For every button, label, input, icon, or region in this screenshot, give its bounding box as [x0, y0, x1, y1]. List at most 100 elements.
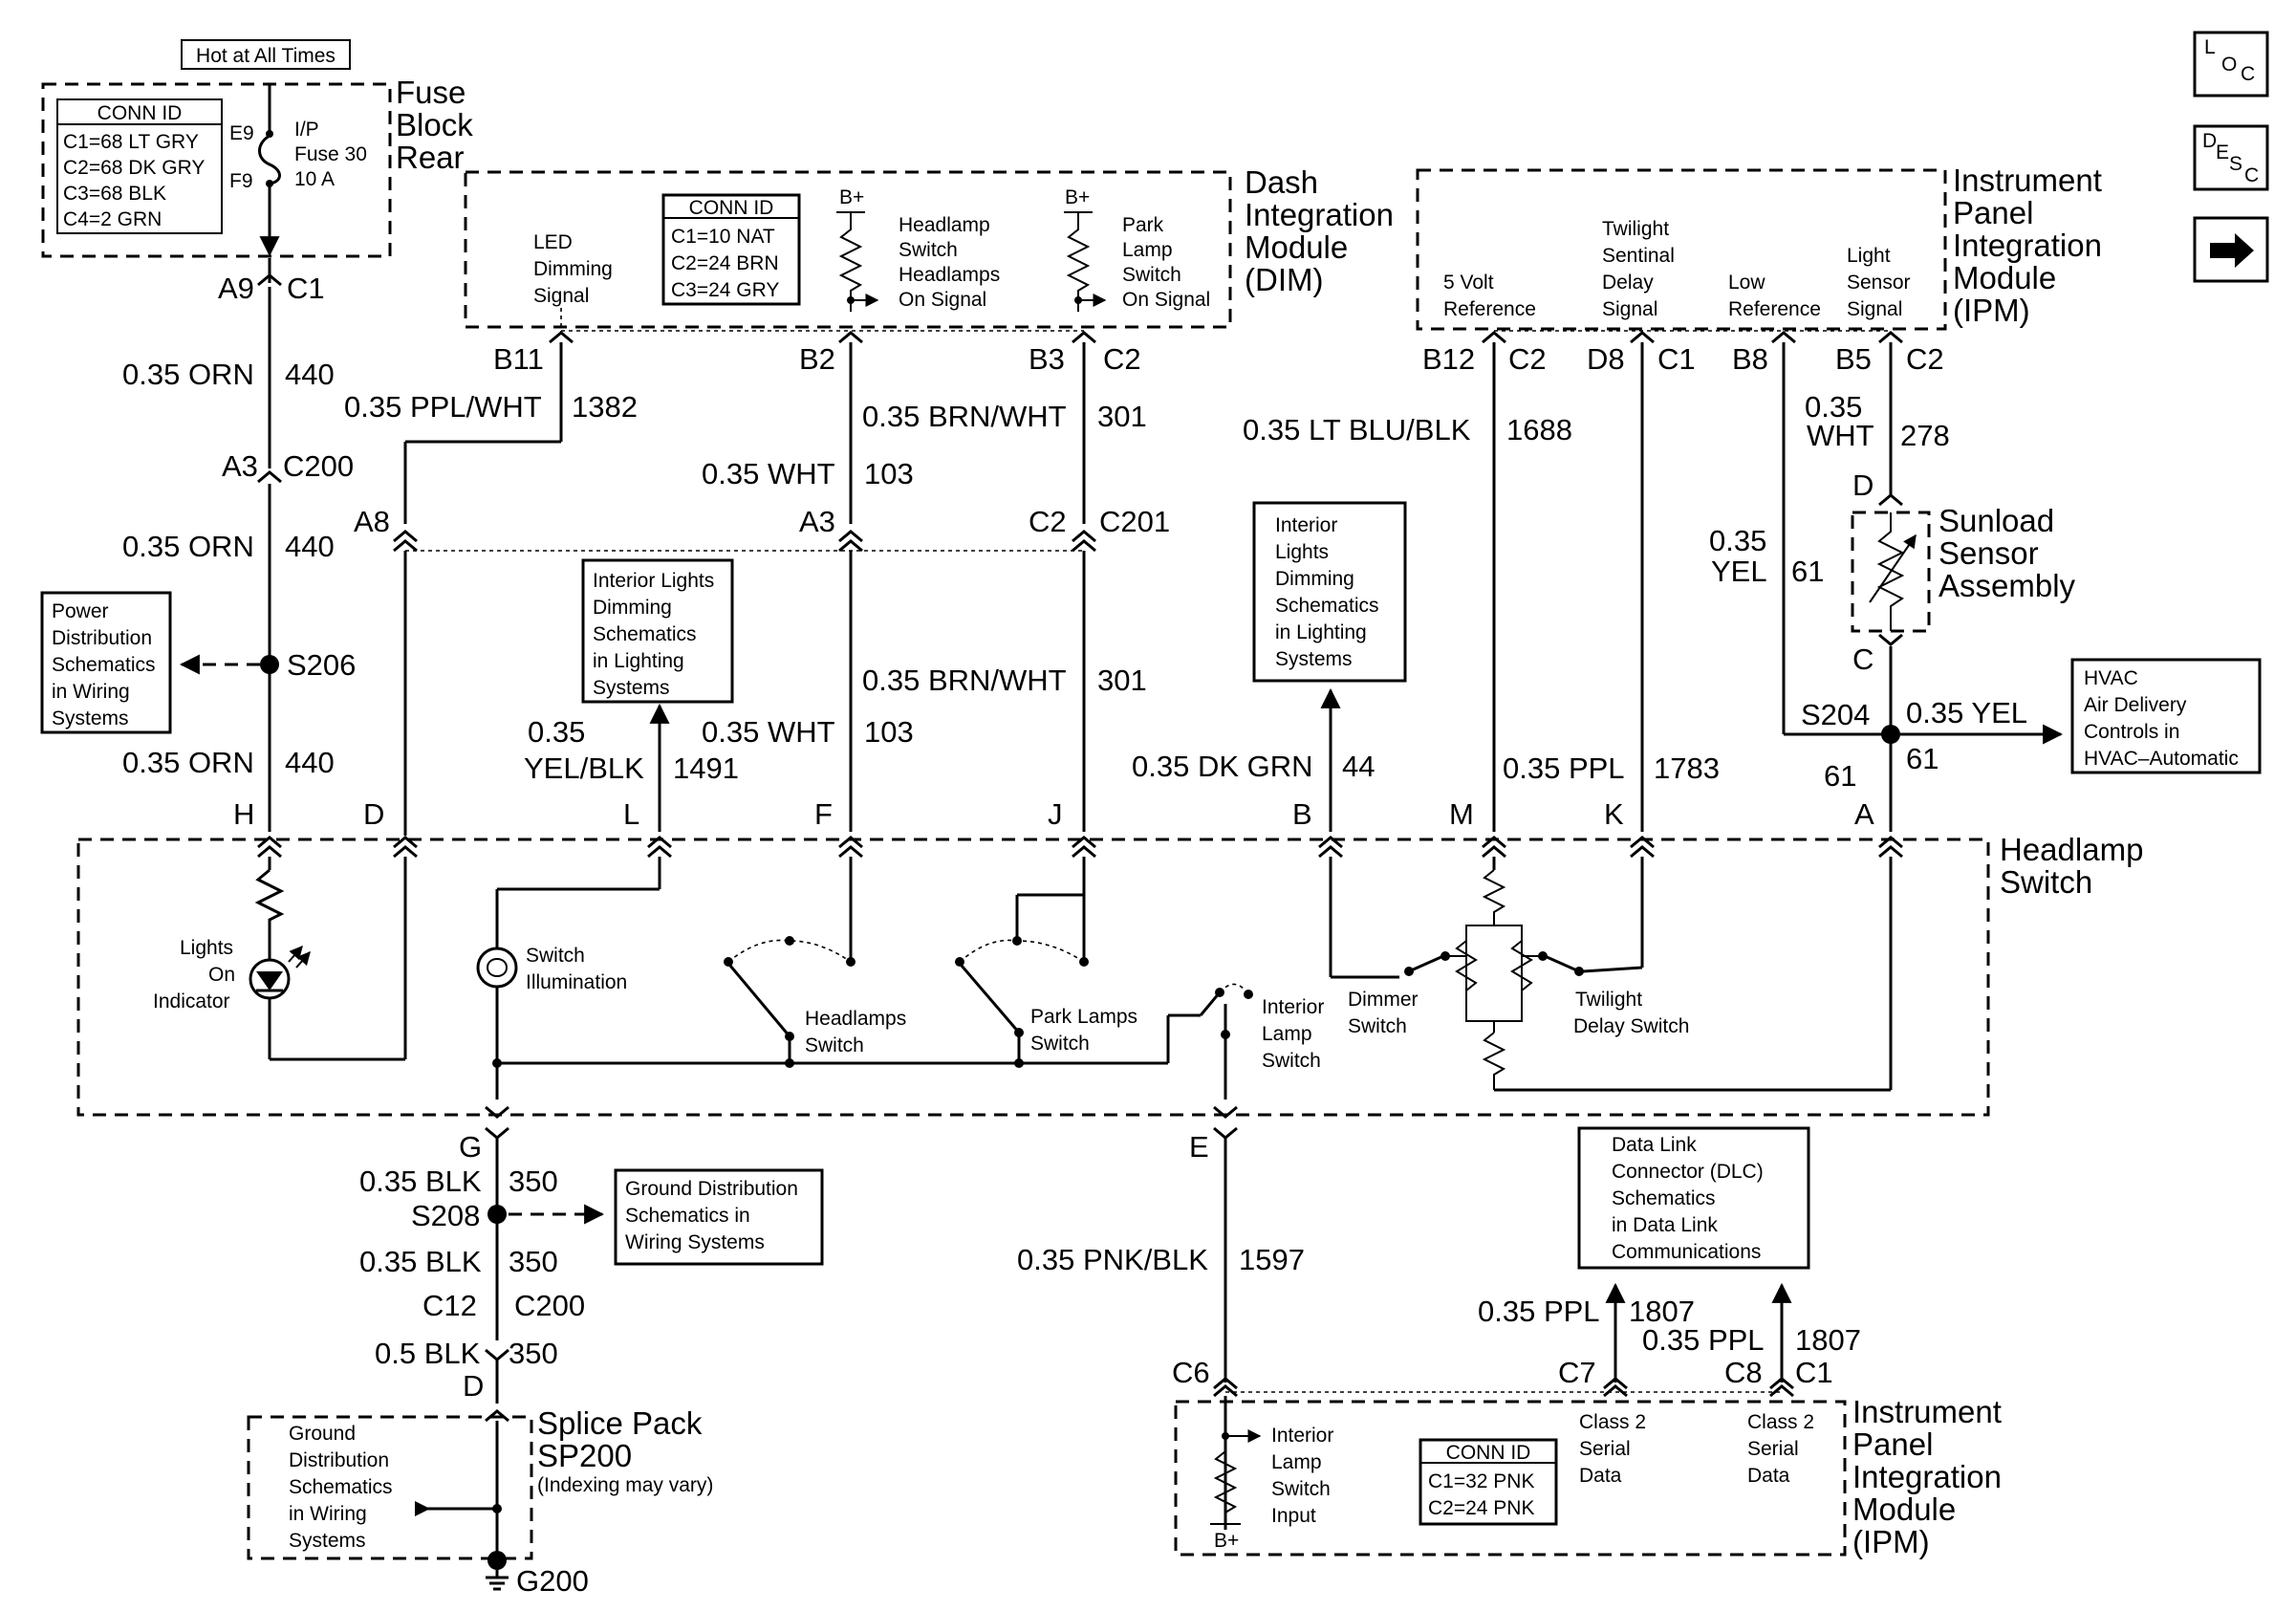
svg-text:0.35 WHT: 0.35 WHT	[702, 457, 835, 490]
svg-text:0.35 ORN: 0.35 ORN	[122, 746, 254, 779]
svg-text:Ground: Ground	[289, 1423, 356, 1445]
ref-power-distribution[interactable]: Power Distribution Schematics in Wiring …	[40, 591, 172, 734]
svg-text:YEL: YEL	[1711, 555, 1767, 588]
svg-text:A3: A3	[799, 505, 835, 538]
svg-text:S: S	[2229, 153, 2242, 175]
sensor-resistor-icon	[1876, 512, 1905, 631]
svg-text:Class 2: Class 2	[1579, 1411, 1646, 1433]
splice-s206-label: S206	[287, 648, 356, 682]
svg-text:Ground Distribution: Ground Distribution	[625, 1178, 798, 1200]
svg-text:0.5 BLK: 0.5 BLK	[375, 1337, 481, 1370]
svg-text:(Indexing may vary): (Indexing may vary)	[537, 1474, 713, 1496]
ref-interior-lights-2[interactable]: Interior Lights Dimming Schematics in Li…	[1252, 501, 1407, 683]
svg-text:Module: Module	[1953, 260, 2056, 295]
svg-text:0.35 WHT: 0.35 WHT	[702, 715, 835, 749]
ipm-bot-title: Instrument	[1852, 1394, 2002, 1429]
svg-text:Fuse 30: Fuse 30	[294, 143, 367, 165]
svg-text:Switch: Switch	[1030, 1033, 1090, 1055]
svg-text:Interior: Interior	[1271, 1425, 1333, 1447]
resistor-icon	[1482, 1032, 1506, 1090]
svg-text:Schematics in: Schematics in	[625, 1205, 750, 1227]
svg-text:Headlamps: Headlamps	[899, 264, 1000, 286]
ref-hvac[interactable]: HVAC Air Delivery Controls in HVAC–Autom…	[2070, 658, 2262, 774]
svg-text:C3=24 GRY: C3=24 GRY	[671, 279, 779, 301]
svg-text:103: 103	[864, 457, 914, 490]
svg-text:C200: C200	[283, 449, 354, 483]
svg-text:in Lighting: in Lighting	[1275, 621, 1367, 643]
svg-text:350: 350	[509, 1337, 558, 1370]
svg-text:44: 44	[1342, 750, 1375, 783]
svg-text:Connector (DLC): Connector (DLC)	[1612, 1161, 1764, 1183]
svg-text:Schematics: Schematics	[1275, 595, 1379, 617]
svg-text:1807: 1807	[1795, 1323, 1861, 1357]
svg-text:Light: Light	[1847, 245, 1891, 267]
svg-text:Park Lamps: Park Lamps	[1030, 1006, 1137, 1028]
svg-text:440: 440	[285, 530, 335, 563]
svg-text:Communications: Communications	[1612, 1241, 1761, 1263]
svg-text:E9: E9	[229, 122, 254, 144]
svg-text:Switch: Switch	[526, 945, 585, 967]
park-lamps-switch-lever	[960, 965, 1021, 1034]
svg-text:350: 350	[509, 1165, 558, 1198]
svg-text:C2: C2	[1029, 505, 1067, 538]
svg-text:On Signal: On Signal	[1122, 289, 1210, 311]
svg-text:0.35 BRN/WHT: 0.35 BRN/WHT	[862, 400, 1067, 433]
svg-text:Panel: Panel	[1953, 195, 2033, 230]
svg-text:LED: LED	[533, 231, 573, 253]
ref-ground-distribution-1[interactable]: Ground Distribution Schematics in Wiring…	[614, 1168, 824, 1266]
svg-text:Switch: Switch	[2000, 864, 2092, 900]
svg-text:0.35 ORN: 0.35 ORN	[122, 358, 254, 391]
svg-text:C2: C2	[1508, 342, 1547, 376]
svg-text:Interior Lights: Interior Lights	[593, 570, 714, 592]
top-pin-labels: A9 C1 A3 C200 A8 B11 B2 B3 C2 A3 C2 C201…	[218, 272, 1944, 538]
svg-text:Sentinal: Sentinal	[1602, 245, 1675, 267]
svg-text:0.35 PPL/WHT: 0.35 PPL/WHT	[344, 390, 542, 424]
svg-text:D: D	[363, 797, 384, 831]
svg-text:D8: D8	[1587, 342, 1625, 376]
svg-text:D: D	[463, 1369, 484, 1403]
svg-text:1382: 1382	[572, 390, 638, 424]
ref-dlc[interactable]: Data Link Connector (DLC) Schematics in …	[1577, 1126, 1810, 1270]
wire-labels-top: 0.35 ORN 440 0.35 PPL/WHT 1382 0.35 BRN/…	[122, 358, 2027, 793]
svg-text:Lights: Lights	[180, 937, 233, 959]
svg-text:1807: 1807	[1629, 1295, 1695, 1328]
svg-text:Systems: Systems	[289, 1530, 366, 1552]
svg-text:Module: Module	[1245, 229, 1348, 265]
svg-text:F9: F9	[229, 170, 253, 192]
svg-text:O: O	[2221, 54, 2237, 76]
svg-text:0.35: 0.35	[1709, 524, 1766, 557]
svg-text:Systems: Systems	[1275, 648, 1353, 670]
fuse-block: Hot at All Times CONN ID C1=68 LT GRY C2…	[41, 39, 473, 258]
desc-icon[interactable]: D E S C	[2193, 124, 2269, 191]
svg-text:Power: Power	[52, 600, 109, 622]
next-page-arrow-icon[interactable]	[2193, 216, 2269, 283]
svg-text:Integration: Integration	[1245, 197, 1394, 232]
svg-text:Schematics: Schematics	[1612, 1187, 1716, 1209]
svg-text:C1: C1	[1657, 342, 1696, 376]
svg-text:Dimming: Dimming	[1275, 568, 1354, 590]
svg-text:Switch: Switch	[899, 239, 958, 261]
svg-text:C1: C1	[1795, 1356, 1833, 1389]
resistor-icon	[254, 868, 285, 947]
svg-text:S204: S204	[1801, 698, 1870, 731]
svg-text:C: C	[2244, 164, 2259, 186]
svg-text:Integration: Integration	[1852, 1459, 2002, 1494]
svg-text:On: On	[208, 964, 235, 986]
svg-text:C12: C12	[422, 1289, 477, 1322]
svg-text:Switch: Switch	[805, 1034, 864, 1056]
svg-text:A8: A8	[354, 505, 390, 538]
svg-text:C2=24 PNK: C2=24 PNK	[1428, 1497, 1534, 1519]
ground-g200-label: G200	[516, 1564, 589, 1598]
svg-text:C201: C201	[1099, 505, 1170, 538]
svg-text:C2: C2	[1906, 342, 1944, 376]
svg-text:I/P: I/P	[294, 119, 319, 141]
bottom-section: G 0.35 BLK 350 S208 0.35 BLK 350 C12 C20…	[247, 1105, 2002, 1598]
svg-text:Module: Module	[1852, 1491, 1956, 1527]
ref-interior-lights-1[interactable]: Interior Lights Dimming Schematics in Li…	[581, 558, 734, 704]
loc-icon[interactable]: L O C	[2193, 31, 2269, 98]
svg-text:Switch: Switch	[1262, 1050, 1321, 1072]
svg-text:61: 61	[1906, 742, 1939, 775]
svg-text:in Wiring: in Wiring	[52, 681, 130, 703]
svg-text:C4=2 GRN: C4=2 GRN	[63, 208, 162, 230]
